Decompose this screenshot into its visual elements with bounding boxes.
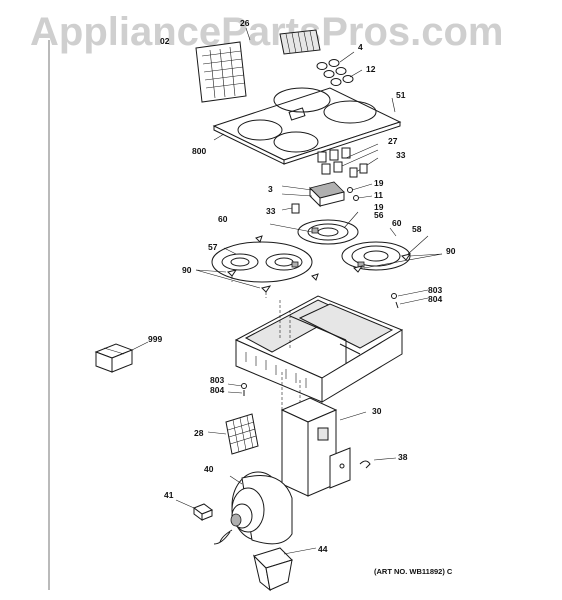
label-804b: 804: [210, 385, 224, 395]
label-11: 11: [374, 190, 383, 200]
label-58: 58: [412, 224, 422, 234]
label-40: 40: [204, 464, 214, 474]
part-3-terminal-block[interactable]: [281, 181, 373, 214]
label-57: 57: [208, 242, 218, 252]
label-33b: 33: [266, 206, 276, 216]
label-56: 56: [374, 210, 384, 220]
label-51: 51: [396, 90, 406, 100]
part-803-screw-left[interactable]: [227, 383, 247, 397]
label-90b: 90: [182, 265, 192, 275]
part-26-grille[interactable]: [195, 27, 321, 103]
label-26: 26: [240, 18, 250, 28]
label-803a: 803: [428, 285, 442, 295]
label-999: 999: [148, 334, 162, 344]
part-44-collar[interactable]: [253, 547, 317, 592]
part-4-knobs[interactable]: [316, 51, 363, 86]
label-3: 3: [268, 184, 273, 194]
label-60b: 60: [392, 218, 402, 228]
label-38: 38: [398, 452, 408, 462]
part-burner-box[interactable]: [234, 295, 404, 403]
label-02: 02: [160, 36, 170, 46]
part-41-block[interactable]: [175, 499, 214, 521]
label-41: 41: [164, 490, 174, 500]
label-33a: 33: [396, 150, 406, 160]
part-999-kit[interactable]: [94, 341, 149, 373]
part-90-clips[interactable]: [195, 253, 443, 298]
part-27-switches[interactable]: [317, 143, 379, 178]
label-28: 28: [194, 428, 204, 438]
label-4: 4: [358, 42, 363, 52]
site-watermark: AppliancePartsPros.com: [30, 10, 504, 54]
part-28-screen[interactable]: [207, 413, 259, 455]
label-60a: 60: [218, 214, 228, 224]
part-30-housing[interactable]: [280, 397, 367, 497]
label-27: 27: [388, 136, 398, 146]
part-40-blower[interactable]: [213, 471, 293, 545]
part-57-element-pair[interactable]: [211, 235, 313, 283]
part-38-clip[interactable]: [359, 457, 397, 469]
art-number: (ART NO. WB11892) C: [374, 567, 453, 576]
label-19b: 19: [374, 202, 384, 212]
label-800: 800: [192, 146, 206, 156]
label-804a: 804: [428, 294, 442, 304]
label-19a: 19: [374, 178, 384, 188]
label-12: 12: [366, 64, 376, 74]
label-90a: 90: [446, 246, 456, 256]
part-803-screw-right[interactable]: [391, 289, 429, 309]
part-51-cooktop-glass[interactable]: [212, 87, 402, 165]
label-44: 44: [318, 544, 328, 554]
label-803b: 803: [210, 375, 224, 385]
label-30: 30: [372, 406, 382, 416]
